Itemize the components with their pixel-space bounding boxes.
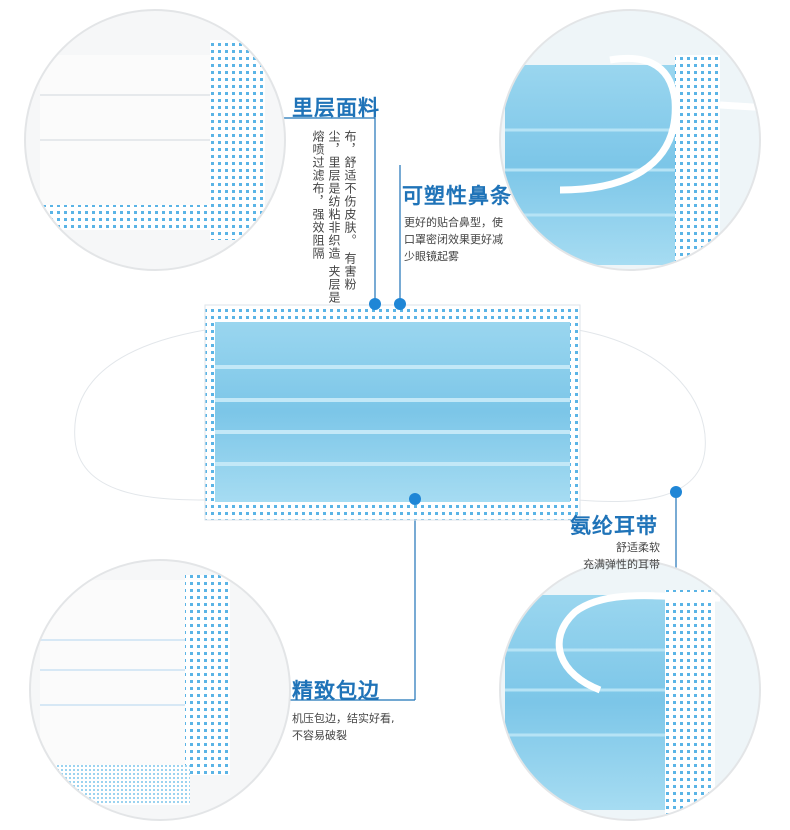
edge-title: 精致包边: [292, 679, 380, 703]
dot-nose-strip: [394, 298, 406, 310]
inner-layer-desc: 布，舒适不伤皮肤。 有害粉尘，里层是纺粘非织造 夹层是熔喷过滤布，强效阻隔: [310, 130, 358, 305]
inner-layer-desc-line-1: 夹层是熔喷过滤布，强效阻隔: [311, 130, 341, 304]
dot-ear-loop: [670, 486, 682, 498]
connector-lines: [284, 117, 677, 701]
dot-edge: [409, 493, 421, 505]
nose-strip-title: 可塑性鼻条: [402, 184, 512, 208]
nose-strip-desc-line: 少眼镜起雾: [404, 250, 459, 263]
mask-photo: [71, 304, 709, 521]
nose-strip-desc-line: 口罩密闭效果更好减: [404, 233, 503, 246]
zoom-circle-ear-loop: [499, 559, 761, 821]
ear-loop-title: 氨纶耳带: [570, 514, 658, 538]
ear-loop-desc-line: 充满弹性的耳带: [583, 558, 660, 571]
nose-strip-desc: 更好的贴合鼻型，使 口罩密闭效果更好减 少眼镜起雾: [404, 214, 503, 265]
inner-layer-title: 里层面料: [292, 96, 380, 120]
inner-layer-desc-line-3: 布，舒适不伤皮肤。: [343, 130, 357, 247]
dot-inner-layer: [369, 298, 381, 310]
edge-desc-line: 机压包边，结实好看,: [292, 712, 395, 725]
ear-loop-desc-line: 舒适柔软: [616, 541, 660, 554]
edge-desc-line: 不容易破裂: [292, 729, 347, 742]
inner-layer-desc-line-2: 有害粉尘，里层是纺粘非织造: [327, 130, 357, 291]
ear-loop-desc: 舒适柔软 充满弹性的耳带: [520, 539, 660, 573]
zoom-circle-inner-layer: [24, 9, 286, 271]
edge-desc: 机压包边，结实好看, 不容易破裂: [292, 710, 395, 744]
nose-strip-desc-line: 更好的贴合鼻型，使: [404, 216, 503, 229]
zoom-circle-edge: [29, 559, 291, 821]
zoom-circle-nose-strip: [499, 9, 761, 271]
